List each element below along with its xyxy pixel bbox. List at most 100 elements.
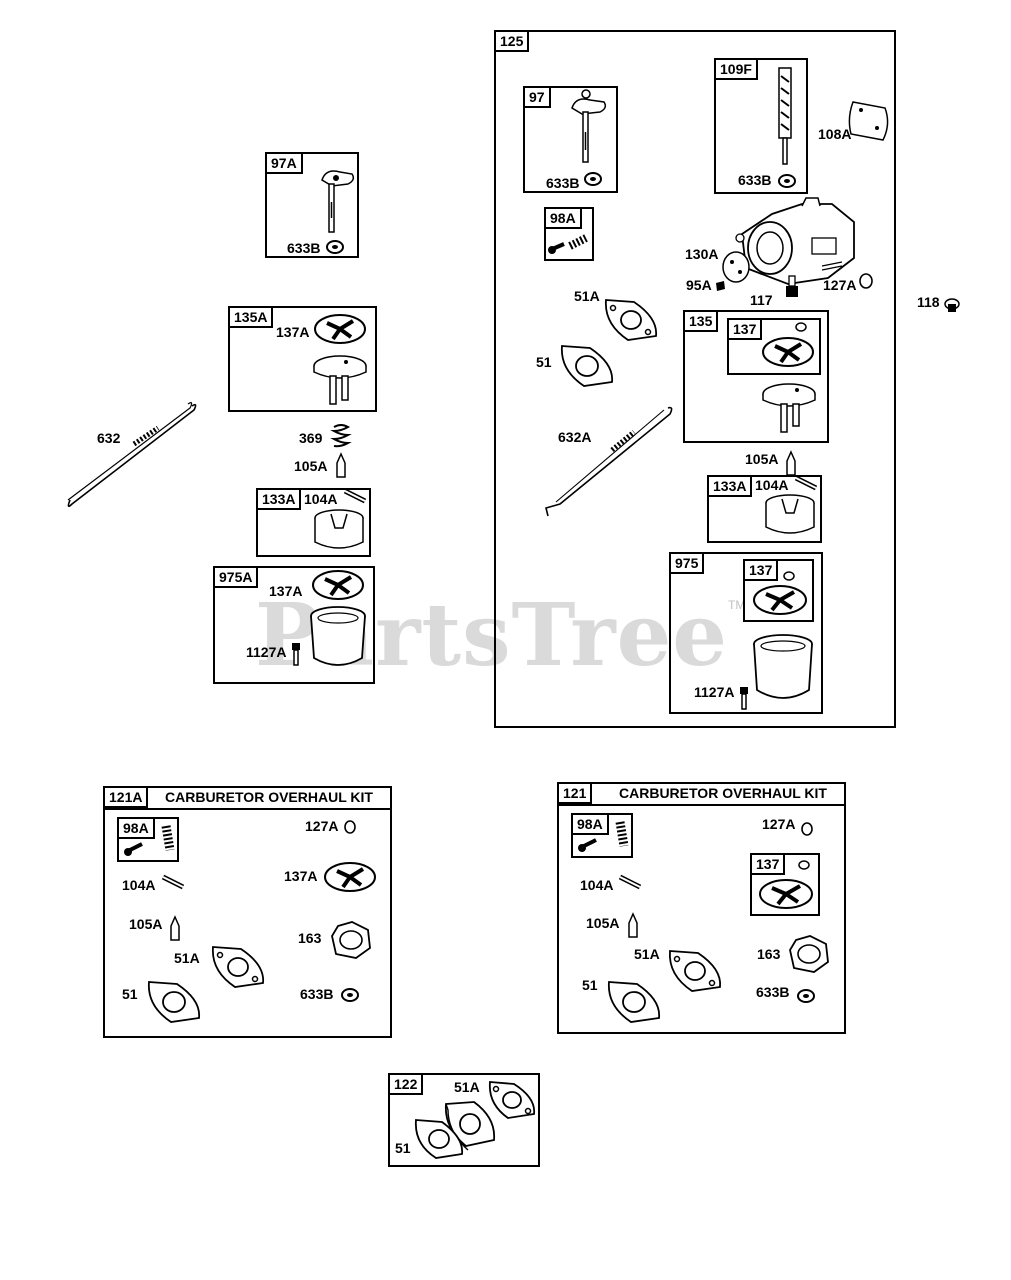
label-137A-135A: 137A bbox=[276, 324, 310, 340]
callout-125: 125 bbox=[494, 30, 530, 52]
label-kit3-51A: 51A bbox=[454, 1079, 480, 1095]
label-108A: 108A bbox=[818, 126, 852, 142]
bolt-icon bbox=[292, 643, 300, 666]
label-104A-left: 104A bbox=[304, 491, 338, 507]
pin-icon bbox=[794, 475, 818, 491]
box-135: 135 bbox=[683, 310, 829, 443]
box-98A-kit-121: 98A bbox=[571, 813, 633, 858]
label-369: 369 bbox=[299, 430, 323, 446]
label-633B-97: 633B bbox=[546, 175, 580, 191]
washer-icon bbox=[797, 989, 815, 1003]
throttle-shaft-icon bbox=[571, 89, 607, 163]
label-kit3-51: 51 bbox=[395, 1140, 411, 1156]
box-135A: 135A bbox=[228, 306, 377, 412]
label-130A: 130A bbox=[685, 246, 719, 262]
callout-121A: 121A bbox=[103, 786, 149, 808]
insulator-block-icon bbox=[444, 1101, 496, 1151]
throttle-shaft-icon bbox=[321, 170, 355, 233]
intake-gasket-icon bbox=[561, 345, 613, 387]
label-633B-97A: 633B bbox=[287, 240, 321, 256]
carburetor-body-icon bbox=[735, 197, 855, 285]
label-kit2-163: 163 bbox=[757, 946, 781, 962]
gasket-diaphragm-icon bbox=[759, 879, 813, 909]
box-133A-right: 133A bbox=[707, 475, 822, 543]
watermark-trademark: TM bbox=[728, 598, 746, 612]
intake-gasket-icon bbox=[414, 1119, 464, 1159]
box-98A-top: 98A bbox=[544, 207, 594, 261]
box-kit-121A: 121A CARBURETOR OVERHAUL KIT bbox=[103, 786, 392, 1038]
needle-valve-icon bbox=[170, 915, 180, 941]
needle-valve-icon bbox=[786, 450, 796, 476]
box-137-in-135: 137 bbox=[727, 318, 821, 375]
label-105A-left: 105A bbox=[294, 458, 328, 474]
kit-121A-title: CARBURETOR OVERHAUL KIT bbox=[165, 789, 373, 805]
label-kit2-127A: 127A bbox=[762, 816, 796, 832]
o-ring-icon bbox=[798, 860, 810, 870]
box-kit-121: 121 CARBURETOR OVERHAUL KIT bbox=[557, 782, 846, 1034]
washer-icon bbox=[584, 172, 602, 186]
gasket-diaphragm-icon bbox=[314, 314, 366, 344]
choke-link-rod-icon bbox=[545, 406, 673, 517]
label-kit1-51A: 51A bbox=[174, 950, 200, 966]
float-bowl-icon bbox=[310, 606, 366, 666]
box-97A: 97A bbox=[265, 152, 359, 258]
float-bowl-cover-icon bbox=[313, 355, 367, 405]
pin-icon bbox=[618, 874, 642, 890]
callout-137-in-135: 137 bbox=[727, 318, 763, 340]
washer-icon bbox=[326, 240, 344, 254]
callout-137-in-975: 137 bbox=[743, 559, 779, 581]
callout-133A-right: 133A bbox=[707, 475, 753, 497]
box-125: 125 bbox=[494, 30, 896, 728]
kit-121-header bbox=[559, 784, 844, 806]
intake-gasket-icon bbox=[212, 946, 264, 988]
label-1127A-right: 1127A bbox=[694, 684, 735, 700]
label-kit2-105A: 105A bbox=[586, 915, 620, 931]
callout-122: 122 bbox=[388, 1073, 424, 1095]
kit-121-title: CARBURETOR OVERHAUL KIT bbox=[619, 785, 827, 801]
choke-link-rod-icon bbox=[67, 402, 197, 508]
intake-gasket-icon bbox=[488, 1081, 536, 1119]
o-ring-icon bbox=[344, 820, 356, 834]
label-137A-975A: 137A bbox=[269, 583, 303, 599]
box-975: 975 bbox=[669, 552, 823, 714]
callout-135A: 135A bbox=[228, 306, 274, 328]
label-127A-top: 127A bbox=[823, 277, 857, 293]
callout-137-kit-121: 137 bbox=[750, 853, 786, 875]
bolt-icon bbox=[740, 687, 748, 710]
label-632: 632 bbox=[97, 430, 121, 446]
label-kit1-127A: 127A bbox=[305, 818, 339, 834]
callout-121: 121 bbox=[557, 782, 593, 804]
box-97: 97 bbox=[523, 86, 618, 193]
intake-gasket-icon bbox=[608, 981, 660, 1023]
box-975A: 975A bbox=[213, 566, 375, 684]
gasket-diaphragm-icon bbox=[762, 337, 814, 367]
needle-valve-icon bbox=[628, 912, 638, 938]
label-633B-109F: 633B bbox=[738, 172, 772, 188]
callout-97A: 97A bbox=[265, 152, 303, 174]
callout-133A-left: 133A bbox=[256, 488, 302, 510]
callout-98A-kit-121A: 98A bbox=[117, 817, 155, 839]
label-kit2-633B: 633B bbox=[756, 984, 790, 1000]
intake-gasket-icon bbox=[669, 950, 721, 992]
screw-spring-icon bbox=[124, 825, 175, 856]
screw-spring-icon bbox=[548, 234, 588, 254]
box-109F: 109F bbox=[714, 58, 808, 194]
pin-icon bbox=[161, 874, 185, 890]
pin-icon bbox=[343, 488, 367, 504]
o-ring-icon bbox=[859, 273, 873, 289]
label-kit1-105A: 105A bbox=[129, 916, 163, 932]
label-kit2-104A: 104A bbox=[580, 877, 614, 893]
needle-valve-icon bbox=[336, 452, 346, 478]
o-ring-icon bbox=[795, 322, 807, 332]
main-jet-icon bbox=[786, 275, 798, 297]
o-ring-icon bbox=[801, 822, 813, 836]
box-137-kit-121: 137 bbox=[750, 853, 820, 916]
intake-gasket-icon bbox=[605, 299, 657, 341]
label-632A: 632A bbox=[558, 429, 592, 445]
gasket-diaphragm-icon bbox=[312, 570, 364, 600]
label-95A: 95A bbox=[686, 277, 712, 293]
label-51A-top: 51A bbox=[574, 288, 600, 304]
callout-975: 975 bbox=[669, 552, 705, 574]
o-ring-icon bbox=[783, 571, 795, 581]
washer-icon bbox=[341, 988, 359, 1002]
